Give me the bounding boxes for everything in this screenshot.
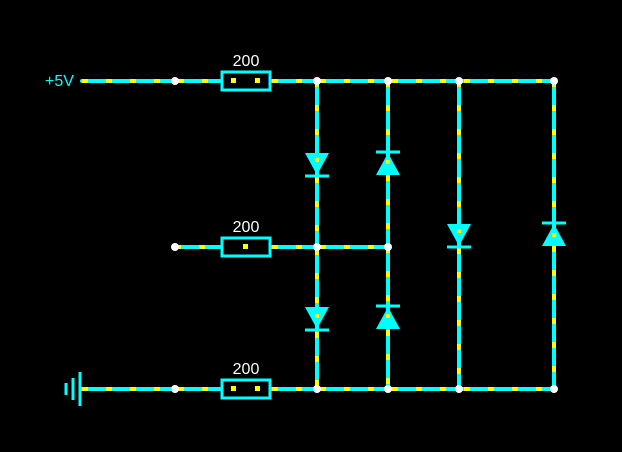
node[interactable] <box>550 77 558 85</box>
resistor-top-label: 200 <box>233 53 260 70</box>
node[interactable] <box>384 385 392 393</box>
node[interactable] <box>550 385 558 393</box>
diode-2[interactable] <box>376 150 400 175</box>
diode-5[interactable] <box>447 224 471 249</box>
node[interactable] <box>313 385 321 393</box>
diode-1[interactable] <box>305 153 329 178</box>
junction-nodes <box>171 77 558 393</box>
node[interactable] <box>313 77 321 85</box>
resistor-middle-label: 200 <box>233 219 260 236</box>
node[interactable] <box>171 385 179 393</box>
node[interactable] <box>313 243 321 251</box>
node[interactable] <box>171 77 179 85</box>
node[interactable] <box>384 77 392 85</box>
wires <box>80 79 556 391</box>
diode-4[interactable] <box>376 304 400 329</box>
node[interactable] <box>455 77 463 85</box>
resistor-bottom[interactable]: 200 <box>220 361 272 400</box>
diode-6[interactable] <box>542 221 566 246</box>
resistor-top[interactable]: 200 <box>220 53 272 92</box>
source-label: +5V <box>45 73 74 90</box>
resistor-bottom-label: 200 <box>233 361 260 378</box>
resistor-middle[interactable]: 200 <box>220 219 272 258</box>
diode-3[interactable] <box>305 307 329 332</box>
ground-icon[interactable] <box>64 372 82 406</box>
node[interactable] <box>384 243 392 251</box>
node[interactable] <box>455 385 463 393</box>
node[interactable] <box>171 243 179 251</box>
